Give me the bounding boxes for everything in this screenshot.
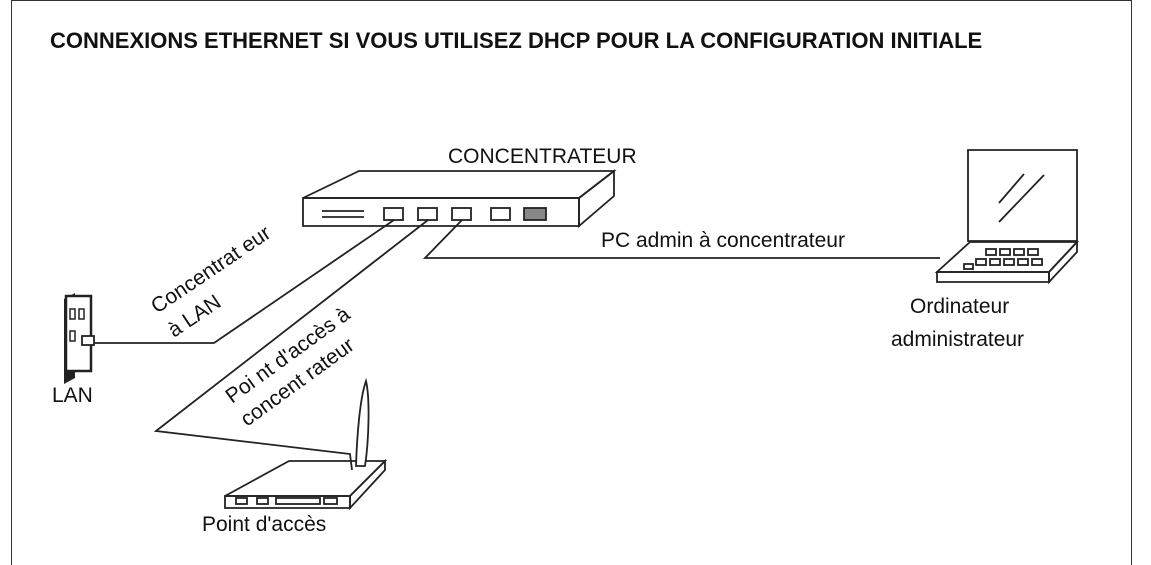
label-admin-pc-to-hub: PC admin à concentrateur (601, 229, 845, 252)
diagram-frame (11, 0, 1132, 565)
hub-device (302, 169, 617, 228)
admin-laptop (934, 149, 1080, 285)
hub-label: CONCENTRATEUR (448, 145, 637, 168)
access-point-label: Point d'accès (202, 513, 326, 536)
access-point-device (224, 377, 388, 511)
lan-label: LAN (52, 384, 93, 407)
admin-computer-label-line1: Ordinateur (910, 295, 1009, 318)
cable-hub-to-lan (93, 219, 395, 344)
admin-computer-label-line2: administrateur (891, 328, 1024, 351)
diagram-title: CONNEXIONS ETHERNET SI VOUS UTILISEZ DHC… (50, 28, 983, 53)
cable-ap-to-hub (153, 219, 429, 471)
cable-admin-to-hub (422, 219, 940, 259)
lan-wall-outlet (64, 293, 95, 384)
